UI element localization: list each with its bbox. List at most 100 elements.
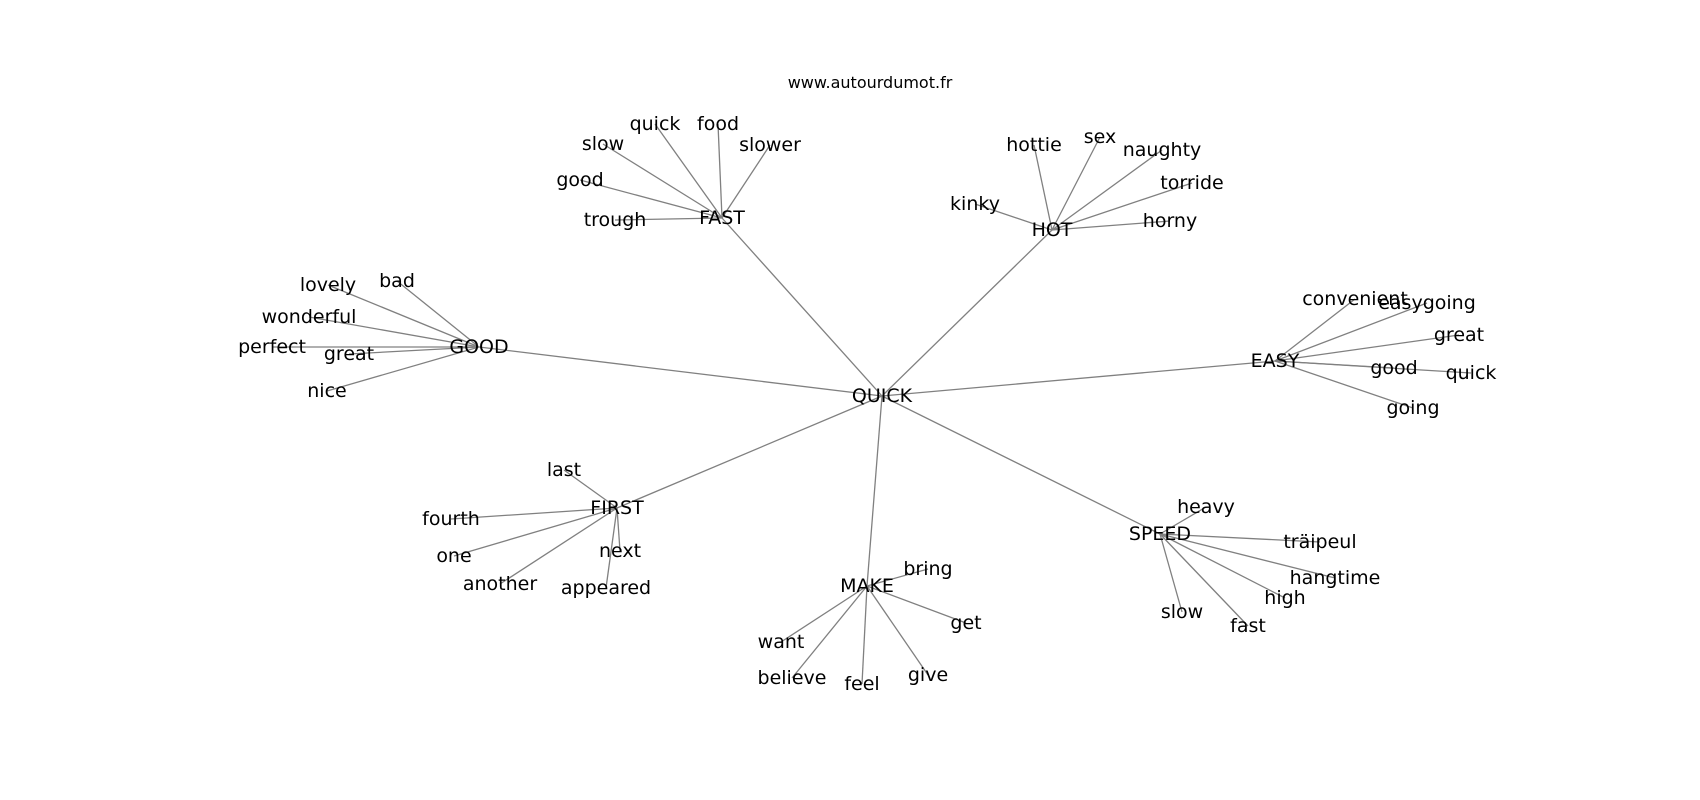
leaf-word-label: next [599, 540, 641, 562]
leaf-word-label: bring [903, 558, 952, 580]
leaf-word-label: slow [582, 133, 624, 155]
edge-hot-to-leaf [1051, 136, 1101, 231]
edge-fast-to-leaf [579, 179, 723, 219]
leaf-word-label: going [1386, 397, 1439, 419]
cluster-node-label: FAST [699, 207, 745, 229]
edge-hot-to-leaf [1033, 144, 1053, 231]
edge-speed-to-leaf [1159, 533, 1336, 579]
edge-easy-to-leaf [1274, 298, 1356, 362]
leaf-word-label: quick [1446, 362, 1497, 384]
edge-center-to-first [616, 395, 883, 509]
edge-speed-to-leaf [1159, 533, 1286, 599]
leaf-word-label: horny [1143, 210, 1197, 232]
leaf-word-label: fast [1230, 615, 1266, 637]
center-node-label: QUICK [852, 385, 913, 407]
cluster-node-label: HOT [1032, 219, 1073, 241]
leaf-word-label: träipeul [1283, 531, 1356, 553]
edge-center-to-speed [881, 395, 1161, 535]
leaf-word-label: good [1370, 357, 1417, 379]
edge-make-to-leaf [866, 585, 929, 676]
edge-fast-to-leaf [654, 123, 723, 219]
leaf-word-label: nice [307, 380, 346, 402]
leaf-word-label: give [908, 664, 948, 686]
leaf-word-label: last [547, 459, 581, 481]
leaf-word-label: lovely [300, 274, 356, 296]
leaf-word-label: naughty [1123, 139, 1202, 161]
leaf-word-label: another [463, 573, 537, 595]
edge-hot-to-leaf [1051, 220, 1171, 231]
leaf-word-label: quick [630, 113, 681, 135]
leaf-word-label: high [1264, 587, 1305, 609]
leaf-word-label: kinky [950, 193, 1000, 215]
edge-first-to-leaf [605, 507, 618, 589]
edge-make-to-leaf [861, 585, 868, 685]
edge-make-to-leaf [866, 568, 929, 587]
leaf-word-label: sex [1084, 126, 1117, 148]
edge-good-to-leaf [348, 346, 480, 355]
leaf-word-label: trough [584, 209, 647, 231]
edge-first-to-leaf [453, 507, 618, 557]
edge-hot-to-leaf [1051, 149, 1163, 231]
edge-speed-to-leaf [1159, 533, 1249, 627]
edge-good-to-leaf [308, 316, 480, 348]
leaf-word-label: easygoing [1378, 292, 1476, 314]
edge-speed-to-leaf [1159, 506, 1207, 535]
edge-fast-to-leaf [602, 143, 723, 219]
leaf-word-label: appeared [561, 577, 651, 599]
edge-good-to-leaf [396, 280, 480, 348]
leaf-word-label: one [436, 545, 471, 567]
leaf-word-label: convenient [1302, 288, 1408, 310]
edge-center-to-fast [721, 217, 883, 397]
edge-good-to-leaf [326, 346, 480, 392]
edge-hot-to-leaf [974, 203, 1053, 231]
edge-center-to-good [478, 346, 883, 397]
edges-layer [272, 123, 1472, 685]
edge-speed-to-leaf [1159, 533, 1183, 613]
edge-center-to-easy [881, 360, 1276, 397]
leaf-word-label: get [950, 612, 981, 634]
edge-easy-to-leaf [1274, 302, 1428, 362]
edge-good-to-leaf [327, 284, 480, 348]
leaf-word-label: slower [739, 134, 801, 156]
source-label: www.autourdumot.fr [788, 73, 953, 92]
edge-make-to-leaf [866, 585, 967, 624]
edge-first-to-leaf [563, 469, 618, 509]
leaf-word-label: food [697, 113, 739, 135]
cluster-node-label: SPEED [1129, 523, 1191, 545]
edge-easy-to-leaf [1274, 334, 1460, 362]
leaf-word-label: perfect [238, 336, 306, 358]
edge-easy-to-leaf [1274, 360, 1414, 409]
cluster-node-label: EASY [1251, 350, 1300, 372]
leaf-word-label: feel [844, 673, 879, 695]
edge-first-to-leaf [450, 507, 618, 520]
leaf-word-label: torride [1160, 172, 1223, 194]
leaf-word-label: heavy [1177, 496, 1235, 518]
leaf-word-label: hottie [1006, 134, 1062, 156]
leaf-word-label: fourth [422, 508, 480, 530]
leaf-word-label: slow [1161, 601, 1203, 623]
edge-fast-to-leaf [717, 123, 723, 219]
leaf-word-label: hangtime [1290, 567, 1381, 589]
edge-make-to-leaf [791, 585, 868, 679]
leaf-word-label: wonderful [262, 306, 357, 328]
edge-hot-to-leaf [1051, 182, 1193, 231]
leaf-word-label: want [758, 631, 805, 653]
edge-fast-to-leaf [721, 144, 771, 219]
leaf-word-label: bad [379, 270, 415, 292]
cluster-node-label: MAKE [840, 575, 894, 597]
edge-make-to-leaf [780, 585, 868, 643]
cluster-node-label: FIRST [590, 497, 644, 519]
cluster-node-label: GOOD [449, 336, 508, 358]
leaf-word-label: believe [758, 667, 827, 689]
edge-center-to-make [866, 395, 883, 587]
leaf-word-label: good [556, 169, 603, 191]
edge-center-to-hot [881, 229, 1053, 397]
edge-fast-to-leaf [614, 217, 723, 221]
edge-first-to-leaf [616, 507, 621, 552]
edge-speed-to-leaf [1159, 533, 1321, 543]
leaf-word-label: great [1434, 324, 1484, 346]
edge-first-to-leaf [499, 507, 618, 585]
edge-easy-to-leaf [1274, 360, 1472, 374]
